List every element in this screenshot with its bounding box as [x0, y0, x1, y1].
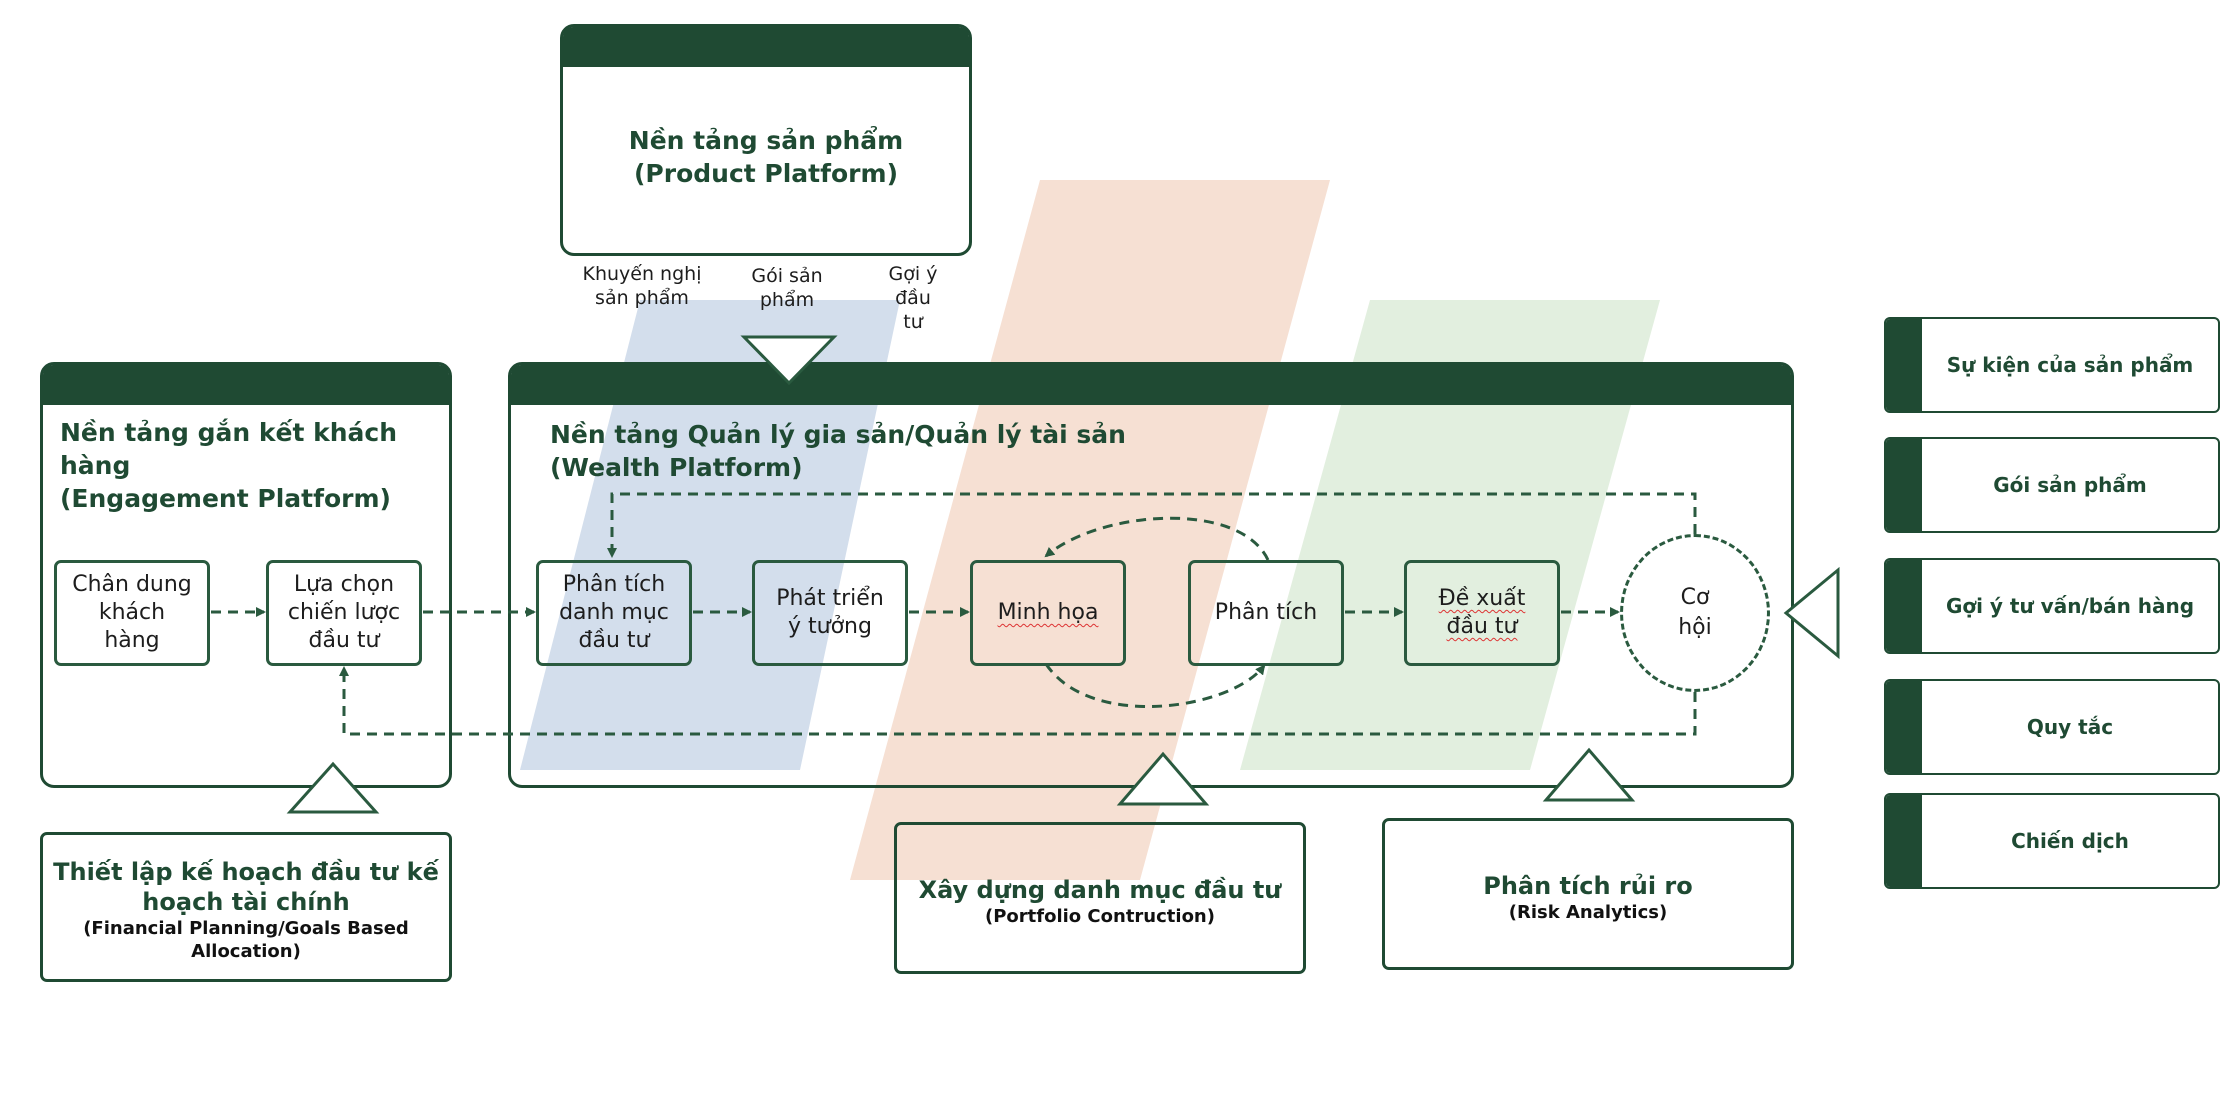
- financial-planning-subtitle: (Financial Planning/Goals Based Allocati…: [83, 918, 409, 962]
- card-strip: [1886, 795, 1922, 887]
- card-product-events-label: Sự kiện của sản phẩm: [1946, 353, 2194, 377]
- investment-proposal-box[interactable]: Đề xuất đầu tư: [1404, 560, 1560, 666]
- product-platform-title-line2: (Product Platform): [634, 159, 898, 188]
- card-campaigns-label: Chiến dịch: [2011, 829, 2129, 853]
- strategy-selection-box[interactable]: Lựa chọn chiến lược đầu tư: [266, 560, 422, 666]
- portfolio-analysis-label: Phân tích danh mục đầu tư: [559, 572, 669, 653]
- risk-analytics-box[interactable]: Phân tích rủi ro (Risk Analytics): [1382, 818, 1794, 970]
- wealth-platform-title-line2: (Wealth Platform): [550, 453, 803, 482]
- card-product-package[interactable]: Gói sản phẩm: [1884, 437, 2220, 533]
- label-product-package: Gói sản phẩm: [751, 265, 823, 311]
- label-investment-suggestion: Gợi ý đầu tư: [888, 263, 938, 333]
- product-platform-header-bar: [563, 27, 969, 67]
- engagement-platform-title-line2: (Engagement Platform): [60, 484, 391, 513]
- card-product-package-label: Gói sản phẩm: [1993, 473, 2147, 497]
- portfolio-construction-box[interactable]: Xây dựng danh mục đầu tư (Portfolio Cont…: [894, 822, 1306, 974]
- customer-profile-box[interactable]: Chân dung khách hàng: [54, 560, 210, 666]
- engagement-platform-frame: [40, 362, 452, 788]
- card-advisory-suggestion[interactable]: Gợi ý tư vấn/bán hàng: [1884, 558, 2220, 654]
- idea-development-label: Phát triển ý tưởng: [776, 586, 884, 639]
- risk-analytics-title: Phân tích rủi ro: [1483, 872, 1693, 900]
- card-strip: [1886, 319, 1922, 411]
- risk-analytics-subtitle: (Risk Analytics): [1508, 902, 1668, 923]
- strategy-selection-label: Lựa chọn chiến lược đầu tư: [287, 572, 401, 653]
- card-strip: [1886, 439, 1922, 531]
- portfolio-analysis-box[interactable]: Phân tích danh mục đầu tư: [536, 560, 692, 666]
- illustration-box[interactable]: Minh họa: [970, 560, 1126, 666]
- portfolio-construction-title: Xây dựng danh mục đầu tư: [918, 876, 1282, 904]
- analysis-box[interactable]: Phân tích: [1188, 560, 1344, 666]
- financial-planning-title: Thiết lập kế hoạch đầu tư kế hoạch tài c…: [53, 858, 439, 916]
- engagement-platform-title-line1: Nền tảng gắn kết khách hàng: [60, 418, 398, 480]
- financial-planning-box[interactable]: Thiết lập kế hoạch đầu tư kế hoạch tài c…: [40, 832, 452, 982]
- idea-development-box[interactable]: Phát triển ý tưởng: [752, 560, 908, 666]
- product-platform-title: Nền tảng sản phẩm (Product Platform): [560, 124, 972, 190]
- wealth-platform-title: Nền tảng Quản lý gia sản/Quản lý tài sản…: [550, 418, 1310, 484]
- customer-profile-label: Chân dung khách hàng: [72, 572, 192, 653]
- engagement-platform-header-bar: [43, 365, 449, 405]
- card-rules[interactable]: Quy tắc: [1884, 679, 2220, 775]
- card-advisory-suggestion-label: Gợi ý tư vấn/bán hàng: [1945, 594, 2195, 618]
- illustration-label: Minh họa: [997, 600, 1099, 625]
- card-campaigns[interactable]: Chiến dịch: [1884, 793, 2220, 889]
- label-product-recommendation: Khuyến nghị sản phẩm: [582, 263, 702, 309]
- analysis-label: Phân tích: [1214, 600, 1318, 625]
- wealth-platform-title-line1: Nền tảng Quản lý gia sản/Quản lý tài sản: [550, 420, 1126, 449]
- product-platform-frame: [560, 24, 972, 256]
- product-platform-title-line1: Nền tảng sản phẩm: [628, 126, 904, 155]
- opportunity-circle[interactable]: Cơ hội: [1620, 534, 1770, 692]
- card-strip: [1886, 681, 1922, 773]
- portfolio-construction-subtitle: (Portfolio Contruction): [985, 906, 1215, 927]
- card-rules-label: Quy tắc: [2026, 715, 2114, 739]
- investment-proposal-label: Đề xuất đầu tư: [1438, 586, 1526, 639]
- wealth-platform-header-bar: [511, 365, 1791, 405]
- card-strip: [1886, 560, 1922, 652]
- engagement-platform-title: Nền tảng gắn kết khách hàng (Engagement …: [60, 416, 440, 515]
- card-product-events[interactable]: Sự kiện của sản phẩm: [1884, 317, 2220, 413]
